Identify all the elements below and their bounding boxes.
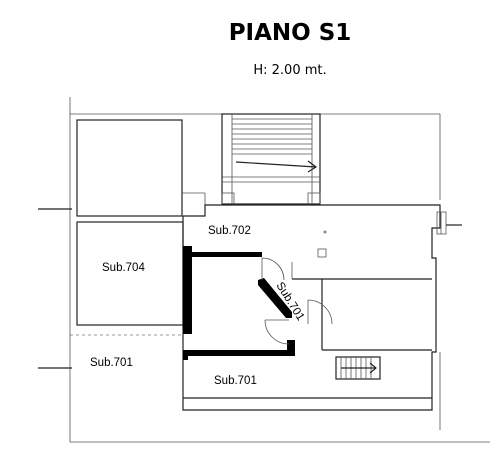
label-sub701-bottom: Sub.701 [214,375,257,387]
door-swings [261,257,333,345]
bottom-strip [70,334,441,430]
stair-top [221,113,321,206]
stair-bottom [335,356,381,380]
core-thick-walls [183,246,295,360]
plan-subtitle: H: 2.00 mt. [253,63,326,78]
label-sub704: Sub.704 [102,262,145,274]
room-right [291,262,432,351]
label-sub702: Sub.702 [208,225,251,237]
room-top-left [76,119,206,217]
plan-title: PIANO S1 [229,20,352,46]
room-sub702 [182,204,462,411]
label-sub701-left: Sub.701 [90,357,133,369]
